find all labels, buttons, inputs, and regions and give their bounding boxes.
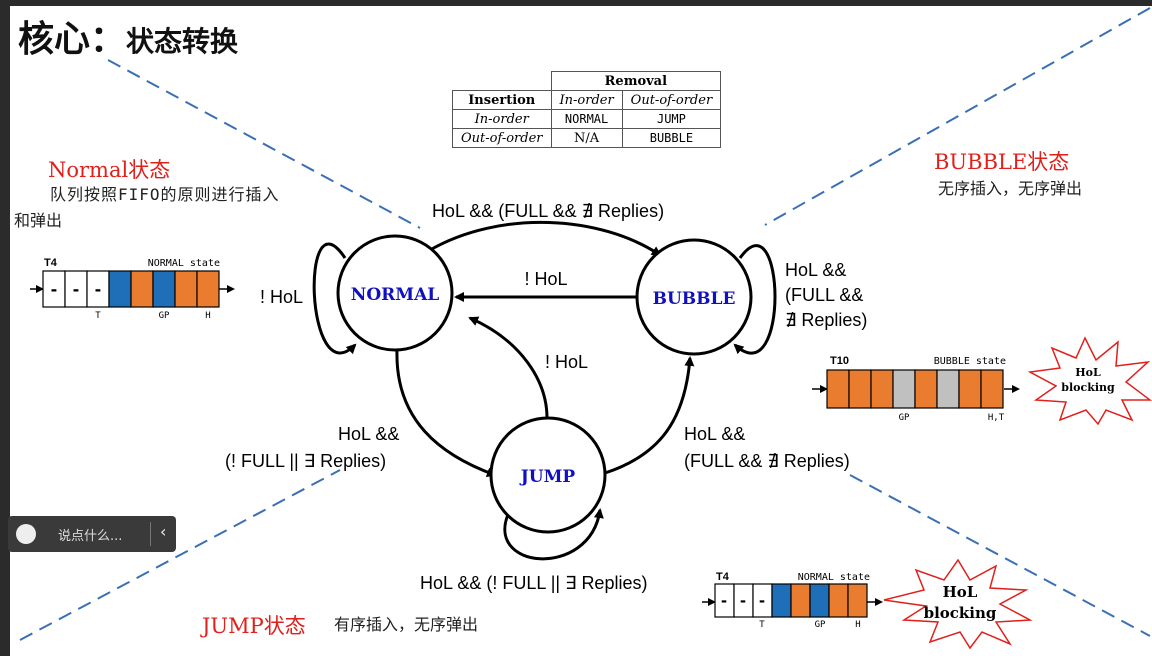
label-bubble-self-2: (FULL && (785, 285, 863, 305)
hol-2-l2: blocking (924, 604, 997, 622)
label-jump-self: HoL && (! FULL || ∃ Replies) (420, 573, 647, 593)
dash-bottomright (849, 474, 1151, 637)
table-row: In-order NORMAL JUMP (452, 109, 722, 129)
queue-bubble: T10 BUBBLE state GP H,T (812, 355, 1020, 423)
edge-normal-self (312, 242, 357, 355)
label-bubble-self-3: ∄ Replies) (785, 310, 867, 330)
state-bubble-circle (635, 238, 753, 356)
svg-text:-: - (740, 592, 746, 610)
svg-text:-: - (759, 592, 765, 610)
edge-normal-to-bubble (429, 221, 662, 257)
state-bubble-label: BUBBLE (653, 289, 736, 309)
queue-jump: T4 NORMAL state - - - T GP H (702, 571, 883, 630)
hol-burst-2: HoL blocking (883, 558, 1033, 650)
queue-bubble-tag: T10 (830, 355, 849, 367)
normal-note-title: Normal状态 (48, 158, 171, 182)
queue-normal-tag: T4 (44, 257, 58, 269)
state-normal-circle (336, 234, 454, 352)
table-header-removal: Removal (550, 71, 722, 91)
queue-jump-gp: GP (815, 620, 826, 630)
title-sub: 状态转换 (126, 25, 239, 58)
chat-placeholder[interactable]: 说点什么... (58, 529, 123, 544)
queue-jump-tag: T4 (716, 571, 730, 583)
label-jump-to-bubble-1: HoL && (684, 424, 745, 444)
hol-2-l1: HoL (943, 583, 978, 601)
edge-bubble-self (733, 244, 777, 355)
svg-text:-: - (721, 592, 727, 610)
label-jump-to-normal: ! HoL (545, 352, 588, 372)
chat-input-bar[interactable]: 说点什么... ‹ (8, 516, 176, 552)
hol-1-l1: HoL (1075, 366, 1101, 379)
window-top-bar (0, 0, 1152, 6)
queue-jump-state: NORMAL state (798, 572, 870, 583)
queue-bubble-state: BUBBLE state (934, 356, 1006, 367)
svg-text:-: - (95, 280, 102, 299)
state-jump-label: JUMP (519, 467, 576, 487)
dash-topleft (107, 59, 421, 229)
edge-jump-to-normal (468, 316, 549, 419)
chat-divider (150, 522, 151, 546)
dash-bottomleft (19, 469, 341, 641)
jump-note-title: JUMP状态 (202, 614, 306, 638)
svg-text:-: - (51, 280, 58, 299)
bubble-note-title: BUBBLE状态 (934, 150, 1070, 174)
table-col-outorder: Out-of-order (621, 90, 722, 110)
queue-bubble-ht: H,T (988, 413, 1005, 423)
emoji-icon[interactable] (16, 524, 36, 544)
hol-burst-1: HoL blocking (1027, 336, 1152, 426)
dash-topright (764, 7, 1151, 226)
label-jump-to-bubble-2: (FULL && ∄ Replies) (684, 451, 850, 471)
state-table: Removal Insertion In-order Out-of-order … (452, 71, 722, 148)
normal-note-line1: 队列按照FIFO的原则进行插入 (50, 185, 280, 204)
svg-text:-: - (73, 280, 80, 299)
table-row: Out-of-order N/A BUBBLE (452, 128, 722, 148)
normal-note-line2: 和弹出 (14, 211, 63, 230)
queue-normal-state: NORMAL state (148, 258, 220, 269)
label-normal-to-bubble: HoL && (FULL && ∄ Replies) (432, 201, 664, 221)
title-main: 核心： (18, 19, 127, 60)
hol-1-l2: blocking (1061, 381, 1115, 394)
queue-jump-h: H (855, 620, 860, 630)
edge-normal-to-jump (395, 349, 497, 477)
queue-normal-t: T (95, 311, 101, 321)
label-bubble-to-normal: ! HoL (524, 269, 567, 289)
queue-bubble-gp: GP (899, 413, 910, 423)
state-normal-label: NORMAL (351, 285, 439, 305)
table-col-insertion: Insertion (452, 90, 552, 110)
label-normal-self: ! HoL (260, 287, 303, 307)
slide-title: 核心：状态转换 (18, 10, 238, 62)
label-normal-to-jump-1: HoL && (338, 424, 399, 444)
chevron-left-icon[interactable]: ‹ (160, 522, 167, 541)
bubble-note-desc: 无序插入，无序弹出 (938, 179, 1083, 198)
queue-normal-h: H (205, 311, 210, 321)
jump-note-desc: 有序插入，无序弹出 (334, 615, 479, 634)
queue-normal: T4 NORMAL state - - - T GP H (30, 257, 235, 321)
dashed-guides (19, 7, 1151, 641)
state-jump-circle (489, 416, 607, 534)
table-col-inorder: In-order (550, 90, 623, 110)
queue-normal-gp: GP (159, 311, 170, 321)
label-normal-to-jump-2: (! FULL || ∃ Replies) (225, 451, 386, 471)
edge-jump-self (503, 508, 604, 561)
window-left-bar (0, 0, 10, 656)
queue-jump-t: T (759, 620, 765, 630)
label-bubble-self-1: HoL && (785, 260, 846, 280)
edge-jump-to-bubble (604, 356, 695, 475)
edges (312, 221, 777, 561)
